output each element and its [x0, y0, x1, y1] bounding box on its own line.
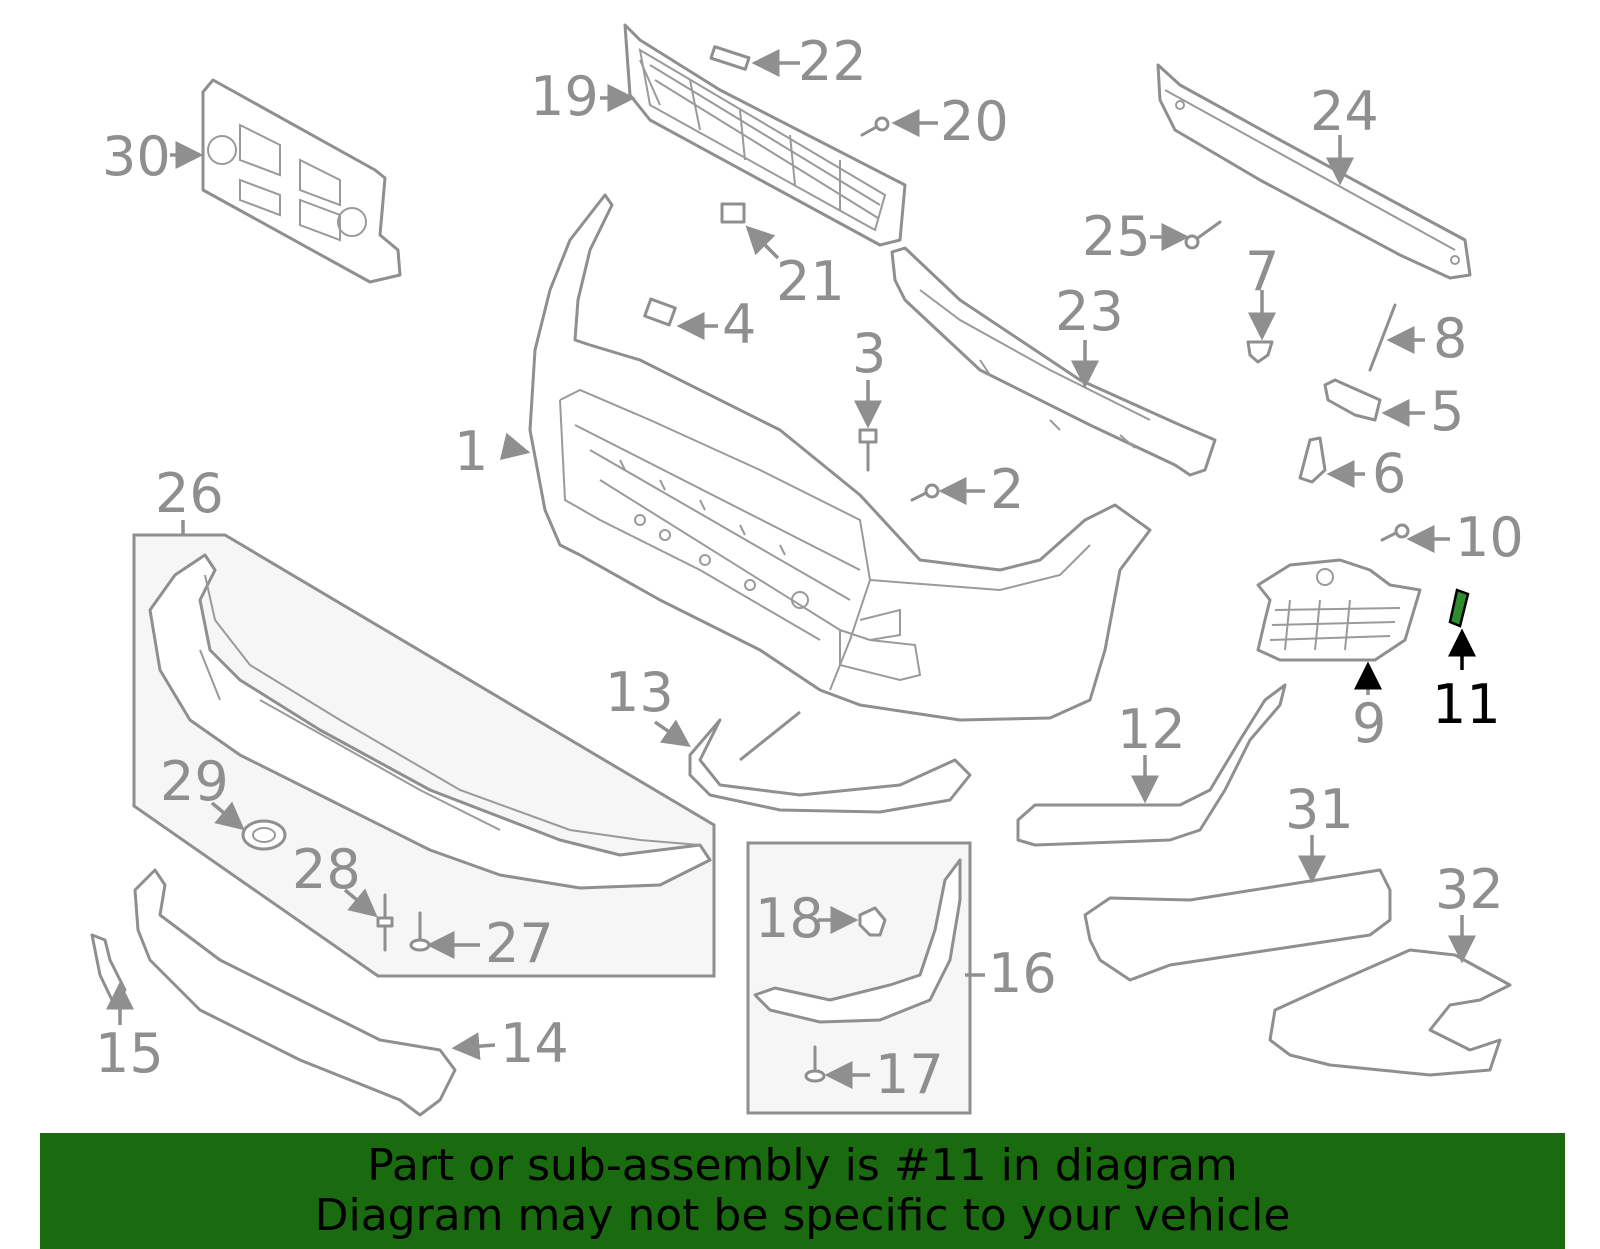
part-7-clip	[1246, 340, 1274, 364]
part-3-bolt	[858, 428, 878, 472]
part-6-clip	[1298, 436, 1327, 484]
part-9-fog-grille	[1256, 558, 1422, 662]
part-27-screw	[409, 911, 431, 952]
callout-12: 12	[1117, 698, 1186, 761]
part-26-spoiler	[148, 553, 712, 890]
callout-23: 23	[1055, 280, 1124, 343]
part-29-grommet	[241, 819, 287, 851]
part-8-rod	[1368, 303, 1397, 372]
callout-20: 20	[940, 90, 1009, 153]
callout-13: 13	[605, 661, 674, 724]
part-28-pin	[376, 893, 394, 952]
part-13-trim	[688, 710, 972, 814]
callout-16: 16	[988, 942, 1057, 1005]
callout-18: 18	[755, 887, 824, 950]
leader-arrows	[106, 49, 1476, 1089]
callout-1: 1	[454, 420, 488, 483]
part-14-lower-lip	[133, 868, 457, 1117]
callout-labels: 1 2 3 4 5 6 7 8 9 10 11 12 13 14 15 16 1…	[95, 30, 1524, 1106]
part-24-reinforcement	[1156, 63, 1472, 280]
callout-3: 3	[852, 322, 886, 385]
part-12-side-trim	[1016, 683, 1287, 847]
callout-24: 24	[1310, 80, 1379, 143]
part-20-bolt	[860, 116, 890, 137]
part-21-nut	[720, 202, 746, 224]
part-19-upper-grille	[623, 23, 907, 247]
callout-30: 30	[102, 125, 171, 188]
callout-22: 22	[798, 30, 867, 93]
part-4-clip	[643, 297, 677, 327]
callout-15: 15	[95, 1022, 164, 1085]
part-22-clip	[709, 45, 751, 71]
callout-11: 11	[1432, 673, 1501, 736]
callout-8: 8	[1433, 307, 1467, 370]
callout-28: 28	[292, 838, 361, 901]
banner-line-2: Diagram may not be specific to your vehi…	[314, 1190, 1291, 1241]
callout-4: 4	[722, 293, 756, 356]
callout-19: 19	[530, 65, 599, 128]
part-30-plate-bracket	[201, 78, 402, 284]
part-17-screw	[804, 1045, 826, 1083]
callout-5: 5	[1430, 380, 1464, 443]
callout-26: 26	[155, 462, 224, 525]
part-5-bracket	[1323, 378, 1382, 422]
part-31-air-duct	[1083, 868, 1392, 982]
part-18-clip	[858, 906, 887, 937]
callout-6: 6	[1372, 442, 1406, 505]
info-banner: Part or sub-assembly is #11 in diagram D…	[40, 1133, 1565, 1249]
callout-14: 14	[500, 1012, 569, 1075]
callout-25: 25	[1082, 205, 1151, 268]
callout-9: 9	[1352, 692, 1386, 755]
callout-27: 27	[485, 912, 554, 975]
callout-2: 2	[990, 458, 1024, 521]
part-11-trim-highlighted	[1448, 588, 1470, 628]
part-2-bolt	[910, 483, 940, 502]
part-1-bumper-cover	[528, 193, 1152, 722]
part-23-absorber	[890, 246, 1217, 477]
callout-17: 17	[875, 1043, 944, 1106]
callout-10: 10	[1455, 506, 1524, 569]
part-10-bolt	[1380, 523, 1410, 542]
part-16-corner-trim	[753, 858, 962, 1024]
part-32-deflector	[1268, 948, 1512, 1077]
callout-21: 21	[776, 250, 845, 313]
callout-7: 7	[1245, 240, 1279, 303]
callout-29: 29	[160, 750, 229, 813]
banner-line-1: Part or sub-assembly is #11 in diagram	[367, 1140, 1238, 1191]
part-25-bolt	[1184, 220, 1222, 250]
callout-31: 31	[1285, 778, 1354, 841]
callout-32: 32	[1435, 858, 1504, 921]
